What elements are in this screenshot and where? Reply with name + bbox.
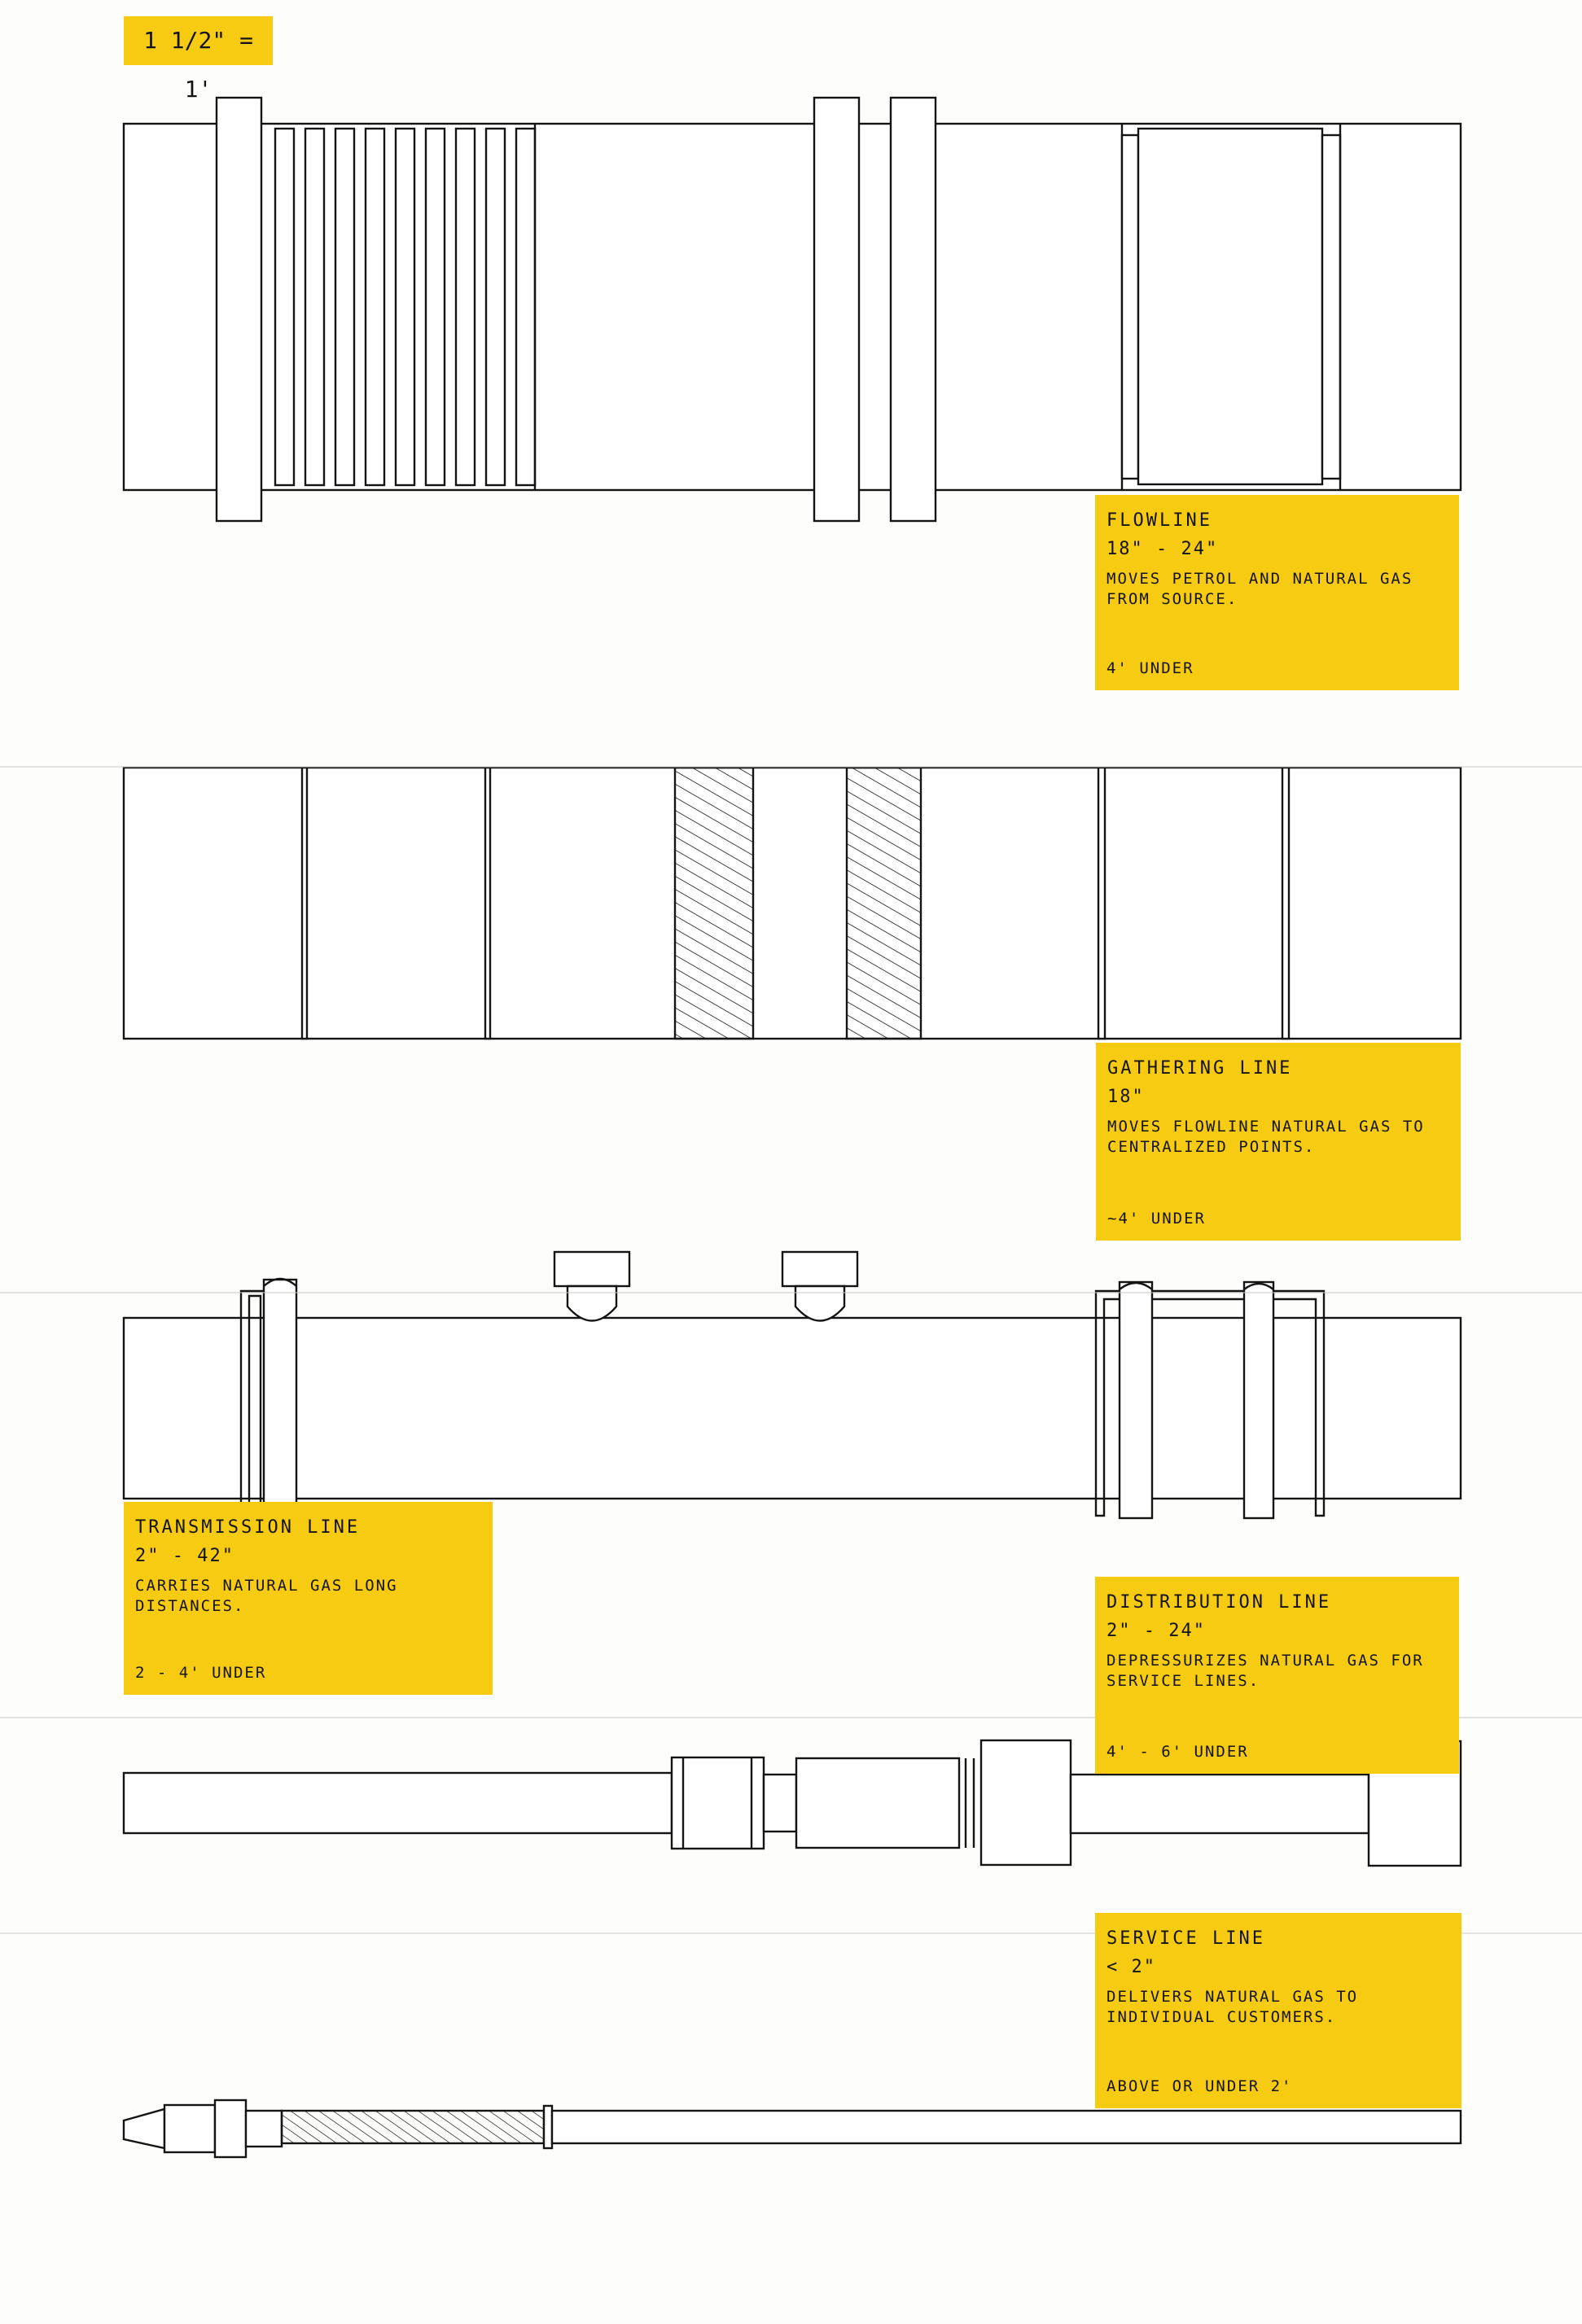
note-title: FLOWLINE [1107, 510, 1212, 531]
note-title: TRANSMISSION LINE [135, 1517, 361, 1538]
note-size: 18" - 24" [1107, 538, 1219, 559]
note-title: GATHERING LINE [1107, 1058, 1293, 1079]
gathering-line-note: GATHERING LINE 18" MOVES FLOWLINE NATURA… [1096, 1043, 1461, 1241]
note-description: DEPRESSURIZES NATURAL GAS FOR SERVICE LI… [1107, 1652, 1424, 1690]
note-description: CARRIES NATURAL GAS LONG DISTANCES. [135, 1577, 398, 1615]
transmission-line-note: TRANSMISSION LINE 2" - 42" CARRIES NATUR… [124, 1502, 493, 1695]
flowline-note: FLOWLINE 18" - 24" MOVES PETROL AND NATU… [1095, 495, 1459, 690]
note-size: 2" - 42" [135, 1545, 234, 1566]
note-title: SERVICE LINE [1107, 1928, 1265, 1949]
gathering-line-pipe [122, 766, 1462, 1040]
note-depth: 2 - 4' UNDER [135, 1664, 267, 1683]
note-title: DISTRIBUTION LINE [1107, 1592, 1332, 1613]
note-size: 18" [1107, 1086, 1145, 1107]
note-size: 2" - 24" [1107, 1620, 1206, 1641]
service-line-pipe [122, 2099, 1462, 2159]
note-size: < 2" [1107, 1956, 1156, 1977]
note-description: DELIVERS NATURAL GAS TO INDIVIDUAL CUSTO… [1107, 1988, 1359, 2026]
transmission-line-pipe [122, 1250, 1462, 1520]
note-depth: ABOVE OR UNDER 2' [1107, 2077, 1293, 2096]
flowline-pipe [122, 96, 1462, 523]
note-depth: ~4' UNDER [1107, 1210, 1206, 1228]
scale-label: 1 1/2" = 1' [124, 16, 273, 103]
note-depth: 4' - 6' UNDER [1107, 1743, 1249, 1762]
service-line-note: SERVICE LINE < 2" DELIVERS NATURAL GAS T… [1095, 1913, 1461, 2108]
note-description: MOVES PETROL AND NATURAL GAS FROM SOURCE… [1107, 570, 1413, 608]
distribution-line-note: DISTRIBUTION LINE 2" - 24" DEPRESSURIZES… [1095, 1577, 1459, 1774]
note-description: MOVES FLOWLINE NATURAL GAS TO CENTRALIZE… [1107, 1118, 1425, 1156]
flowline-bellows [274, 127, 537, 487]
note-depth: 4' UNDER [1107, 659, 1194, 678]
